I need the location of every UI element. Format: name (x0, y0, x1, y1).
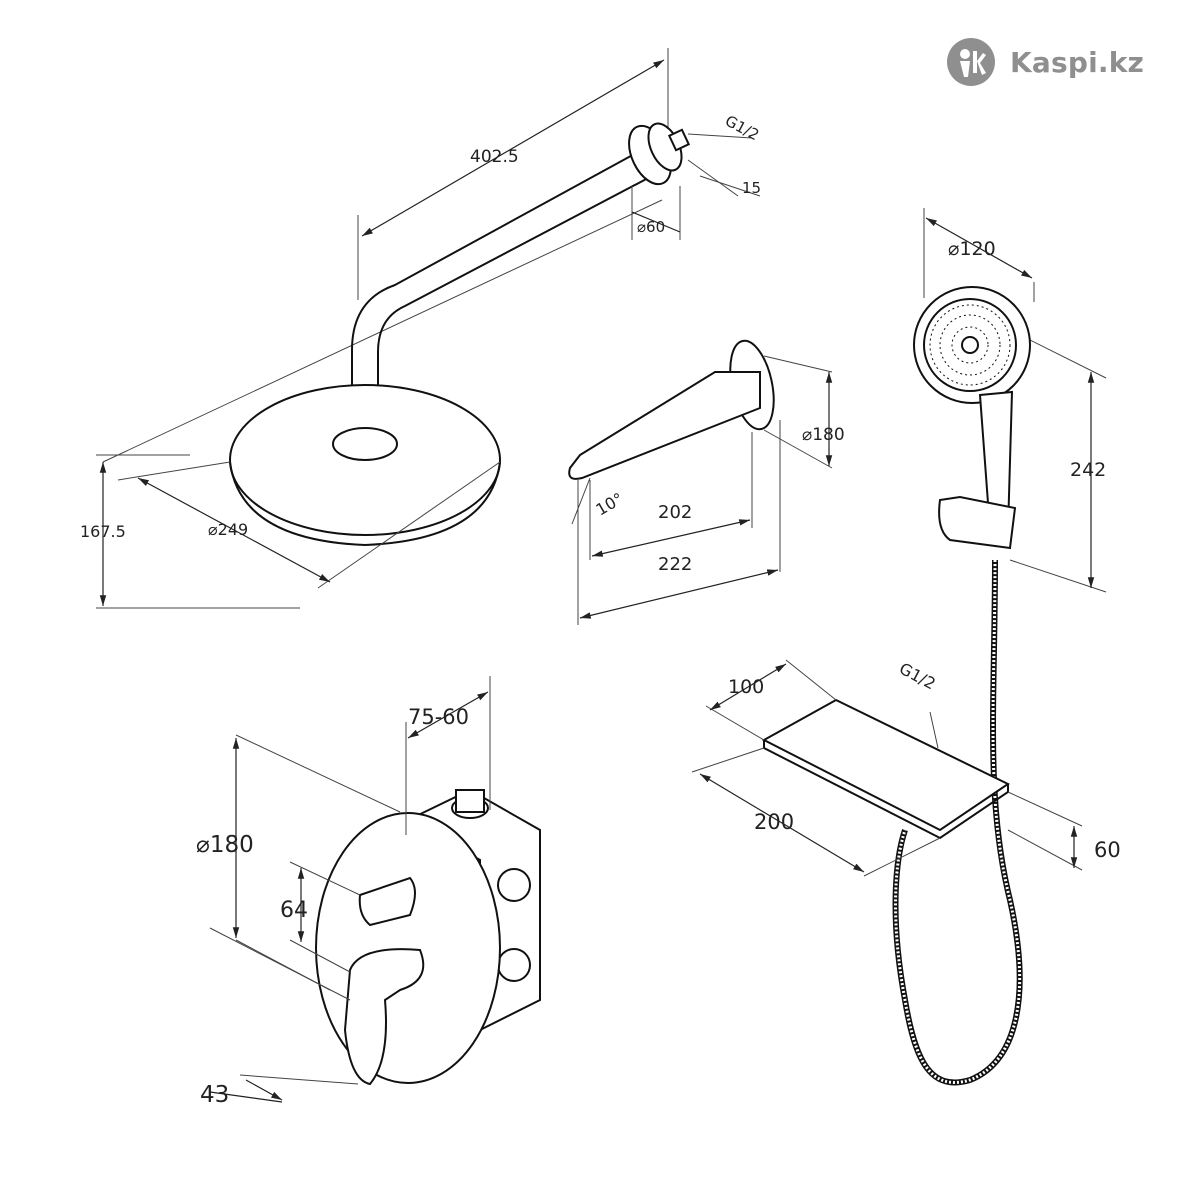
label-shelf-thread: G1/2 (896, 659, 939, 694)
hand-shower-assembly (892, 208, 1107, 1086)
dim-line-hand-shower-diameter (925, 217, 1033, 279)
overhead-shower-assembly (96, 48, 761, 609)
label-knob-offset: 64 (280, 898, 308, 923)
diverter-knob (358, 876, 416, 927)
shower-arm (351, 151, 639, 405)
mixer-lever (343, 948, 425, 1086)
label-arm-flange-diameter: ⌀60 (637, 218, 665, 236)
label-hand-shower-diameter: ⌀120 (948, 238, 996, 260)
concealed-mixer-assembly (209, 676, 541, 1103)
mixer-cover-plate (315, 812, 501, 1084)
shower-hose (892, 559, 1023, 1086)
dim-line-spout-202 (591, 519, 751, 557)
dim-line-spout-222 (579, 569, 779, 619)
label-head-diameter: ⌀249 (208, 520, 248, 539)
brand-name: Kaspi.kz (1010, 45, 1145, 79)
label-hand-shower-length: 242 (1070, 459, 1106, 481)
label-spout-angle: 10° (593, 489, 627, 520)
label-mixer-plate-diameter: ⌀180 (196, 832, 254, 858)
label-arm-length: 402.5 (470, 147, 519, 167)
dim-line-mixer-box-depth (407, 691, 489, 739)
label-shelf-width: 100 (728, 676, 764, 698)
dim-line-arm-length (361, 59, 665, 237)
label-spout-inner-length: 202 (658, 502, 692, 523)
dim-line-lever-depth (209, 1091, 283, 1103)
brand-watermark: Kaspi.kz (946, 38, 1144, 86)
label-arm-thread: G1/2 (722, 112, 762, 145)
bath-spout-assembly (568, 339, 833, 625)
label-shelf-length: 200 (754, 810, 794, 834)
dim-line-head-diameter (137, 477, 331, 583)
label-spout-flange-diameter: ⌀180 (802, 425, 845, 445)
label-head-height: 167.5 (80, 522, 126, 541)
dim-line-shelf-length (699, 773, 865, 873)
shower-shelf-assembly (691, 659, 1083, 877)
label-arm-flange-depth: 15 (742, 179, 761, 197)
label-spout-total-length: 222 (658, 554, 692, 575)
label-shelf-height: 60 (1094, 838, 1121, 862)
label-mixer-box-depth: 75-60 (408, 705, 469, 729)
label-lever-depth: 43 (200, 1082, 229, 1108)
hand-shower-holder (938, 495, 1017, 550)
dim-line-shelf-width (709, 663, 787, 711)
bath-spout (568, 371, 761, 480)
kaspi-logo-icon (947, 38, 995, 86)
